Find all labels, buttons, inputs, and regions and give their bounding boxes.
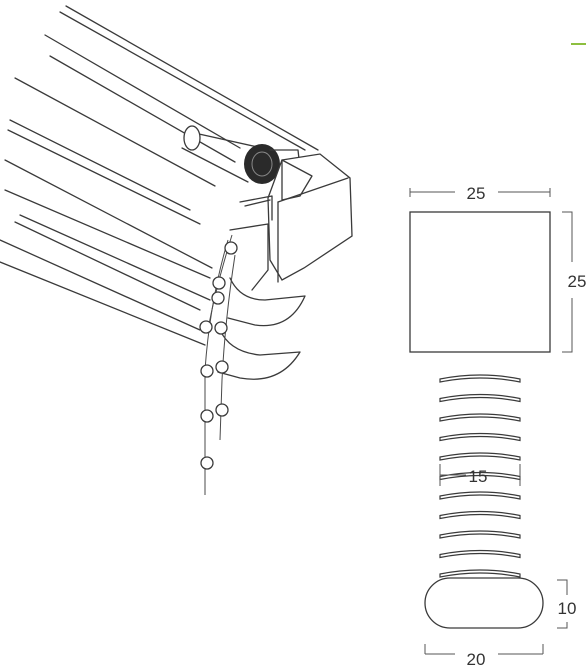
end-cap-square	[409, 211, 551, 353]
spring-slat	[439, 569, 521, 578]
cap-width-label: 25	[467, 184, 486, 203]
roller-blind-assembly	[0, 5, 353, 495]
end-cap-part: 25 25	[409, 184, 586, 353]
end-height-label: 10	[558, 599, 577, 618]
spring-slat	[439, 393, 521, 403]
spring-slat	[439, 432, 521, 442]
spring-slat	[439, 374, 521, 383]
spring-slat	[439, 510, 521, 520]
end-width-label: 20	[467, 650, 486, 668]
spring-slat	[439, 549, 521, 559]
spring-width-label: 15	[469, 467, 488, 486]
spring-slat	[439, 530, 521, 539]
cap-height-label: 25	[568, 272, 586, 291]
end-piece: 10 20	[424, 577, 577, 668]
spring-dimension: 15	[439, 464, 521, 486]
spring-slat	[439, 413, 521, 422]
spring-slat	[439, 491, 521, 500]
end-piece-pill	[424, 577, 544, 629]
spring-slat	[439, 452, 521, 461]
